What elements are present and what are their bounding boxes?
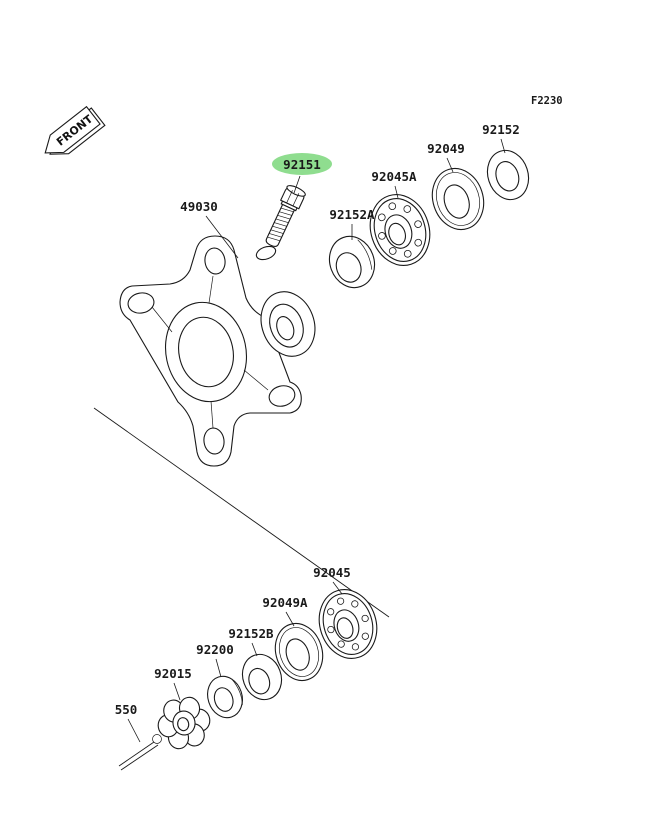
bearing-ball bbox=[337, 640, 345, 648]
bolt-thread bbox=[280, 207, 294, 213]
part-label-washer[interactable]: 92200 bbox=[196, 642, 234, 657]
bolt-thread bbox=[268, 233, 282, 238]
bolt-thread bbox=[272, 225, 286, 231]
front-arrow-shape bbox=[44, 105, 101, 154]
leader-washer bbox=[215, 658, 222, 678]
bolt-drawing bbox=[265, 185, 306, 247]
collar-upper-rim bbox=[357, 239, 373, 270]
leader-bearing-lower bbox=[332, 581, 343, 595]
bolt-head-facet bbox=[286, 190, 293, 204]
bearing-ball bbox=[403, 205, 412, 213]
bolt-thread bbox=[277, 215, 291, 220]
cotter-pin-loop bbox=[152, 734, 162, 744]
part-label-seal-outer[interactable]: 92152 bbox=[482, 122, 520, 137]
part-label-castle-nut[interactable]: 92015 bbox=[154, 666, 192, 681]
seal-lower-middle bbox=[278, 627, 320, 677]
collar-lower-drawing bbox=[241, 653, 283, 701]
bearing-ball bbox=[361, 632, 369, 640]
bearing-upper-drawing bbox=[369, 194, 431, 266]
seal-lower-bore bbox=[285, 638, 310, 671]
castle-nut-drawing bbox=[157, 696, 211, 750]
hub-center-inner-ring bbox=[178, 316, 234, 388]
cotter-pin-leg bbox=[118, 741, 155, 767]
bearing-lower-bore bbox=[336, 617, 354, 639]
collar-lower-bore bbox=[248, 667, 271, 695]
seal-upper-bore bbox=[443, 184, 470, 219]
part-label-cotter-pin[interactable]: 550 bbox=[115, 702, 138, 717]
bolt-thread bbox=[274, 222, 287, 227]
bearing-ball bbox=[377, 213, 386, 222]
part-label-bearing-upper[interactable]: 92045A bbox=[371, 169, 417, 184]
front-direction-badge: FRONT bbox=[44, 105, 106, 155]
bearing-ball bbox=[327, 625, 335, 634]
part-label-collar-upper[interactable]: 92152A bbox=[329, 207, 375, 222]
hub-bolt-hole-right bbox=[268, 385, 296, 407]
bearing-ball bbox=[351, 643, 360, 651]
leader-bearing-upper bbox=[394, 185, 399, 199]
leader-collar-lower bbox=[251, 642, 258, 657]
leader-seal-upper bbox=[446, 157, 454, 173]
seal-outer-drawing bbox=[486, 149, 530, 201]
bearing-lower-drawing bbox=[318, 589, 378, 659]
hub-detail-line bbox=[243, 369, 269, 391]
cotter-pin-drawing bbox=[118, 734, 162, 771]
leader-castle-nut bbox=[173, 682, 181, 701]
part-label-seal-lower[interactable]: 92049A bbox=[262, 595, 308, 610]
bearing-ball bbox=[351, 600, 359, 608]
cotter-pin-leg bbox=[120, 744, 159, 771]
bearing-ball bbox=[414, 238, 423, 247]
bearing-upper-bore bbox=[388, 222, 407, 246]
hub-snout bbox=[260, 291, 316, 357]
collar-upper-drawing bbox=[328, 235, 376, 289]
hub-snout-bore bbox=[276, 316, 295, 341]
seal-lower-drawing bbox=[274, 622, 324, 682]
part-label-hub[interactable]: 49030 bbox=[180, 199, 218, 214]
bearing-ball bbox=[388, 202, 397, 211]
hub-bolt-boss bbox=[255, 245, 277, 261]
washer-bore bbox=[213, 687, 234, 712]
bolt-head-top bbox=[286, 185, 306, 197]
hub-bolt-hole-top bbox=[204, 247, 226, 275]
leader-seal-outer bbox=[500, 138, 506, 154]
hub-detail-line bbox=[208, 275, 214, 304]
seal-outer-bore bbox=[495, 161, 520, 192]
seal-upper-middle bbox=[436, 172, 480, 226]
part-label-bolt[interactable]: 92151 bbox=[283, 157, 321, 172]
washer-rim bbox=[231, 678, 243, 706]
part-label-seal-upper[interactable]: 92049 bbox=[427, 141, 465, 156]
hub-detail-line bbox=[210, 400, 214, 429]
bearing-ball bbox=[361, 614, 369, 623]
bearing-ball bbox=[378, 232, 386, 240]
bolt-thread bbox=[270, 229, 284, 234]
bolt-thread bbox=[279, 211, 292, 216]
part-label-bearing-lower[interactable]: 92045 bbox=[313, 565, 351, 580]
washer-drawing bbox=[207, 675, 243, 719]
leader-cotter-pin bbox=[127, 718, 141, 743]
bolt-thread bbox=[275, 218, 289, 223]
bearing-ball bbox=[336, 597, 345, 605]
bearing-ball bbox=[388, 247, 397, 255]
bearing-ball bbox=[327, 608, 335, 616]
leader-hub bbox=[205, 215, 239, 259]
part-label-collar-lower[interactable]: 92152B bbox=[228, 626, 274, 641]
hub-bolt-hole-left bbox=[127, 292, 155, 314]
leader-bolt bbox=[293, 175, 301, 194]
bolt-thread bbox=[267, 236, 281, 242]
hub-detail-line bbox=[151, 306, 173, 333]
castle-nut-bore bbox=[177, 717, 190, 732]
hub-drawing bbox=[119, 235, 316, 467]
bearing-ball bbox=[414, 220, 422, 228]
bearing-ball bbox=[403, 249, 412, 258]
selected-part-highlight bbox=[272, 153, 332, 175]
leader-seal-lower bbox=[285, 611, 295, 627]
collar-upper-bore bbox=[335, 252, 362, 283]
seal-upper-drawing bbox=[431, 167, 485, 231]
bolt-shank bbox=[265, 203, 296, 247]
hub-bolt-hole-bottom bbox=[203, 427, 225, 455]
axis-line bbox=[93, 407, 390, 618]
figure-code: F2230 bbox=[531, 95, 563, 107]
bolt-head-facet bbox=[292, 193, 300, 207]
